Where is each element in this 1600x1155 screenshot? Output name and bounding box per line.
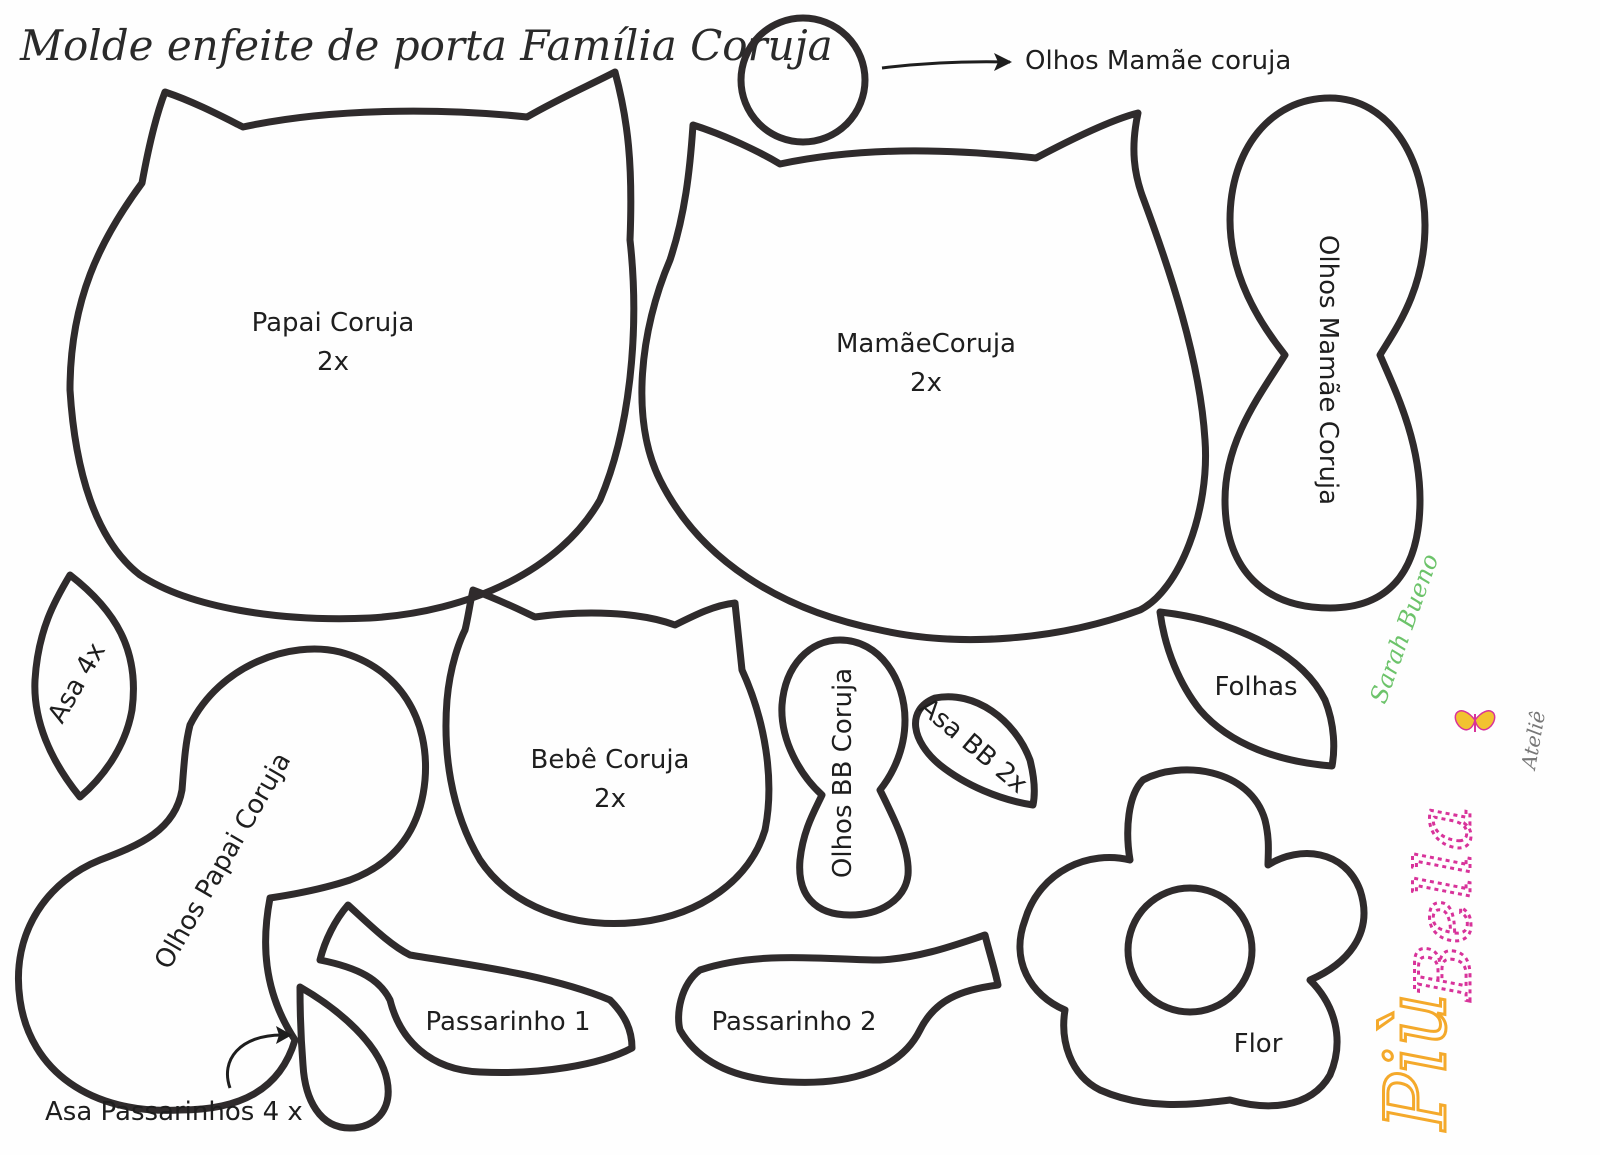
- olhos-bb-label: Olhos BB Coruja: [828, 668, 858, 878]
- papai-coruja-qty: 2x: [317, 347, 349, 377]
- asa-passarinhos-label: Asa Passarinhos 4 x: [45, 1097, 303, 1127]
- folhas-label: Folhas: [1214, 672, 1297, 702]
- olhos-bb-shape: [778, 636, 912, 919]
- olhos-mamae-side-shape: [1221, 94, 1429, 612]
- mamae-coruja-qty: 2x: [910, 368, 942, 398]
- butterfly-icon: [1454, 710, 1496, 732]
- pointer-arrow-icon: [881, 53, 1012, 71]
- bebe-coruja-shape: [442, 586, 773, 927]
- bebe-coruja-qty: 2x: [594, 784, 626, 814]
- papai-coruja-label: Papai Coruja: [252, 308, 415, 338]
- brand-logo: Più Bella Ateliê: [1366, 709, 1551, 1134]
- passarinho-2-label: Passarinho 2: [711, 1007, 876, 1037]
- page-title: Molde enfeite de porta Família Coruja: [19, 21, 833, 70]
- mamae-coruja-label: MamãeCoruja: [836, 329, 1016, 359]
- papai-coruja-shape: [66, 68, 638, 623]
- brand-atelie: Ateliê: [1516, 709, 1550, 773]
- flor-label: Flor: [1234, 1029, 1283, 1059]
- brand-piu: Più: [1367, 993, 1465, 1132]
- asa-bb-shape: [912, 693, 1038, 809]
- passarinho-2-shape: [675, 931, 1002, 1086]
- passarinho-1-shape: [316, 901, 636, 1076]
- brand-bella: Bella: [1399, 805, 1488, 1002]
- olhos-mamae-top-label: Olhos Mamãe coruja: [1025, 46, 1291, 76]
- flor-shape: [1016, 766, 1368, 1110]
- folhas-shape: [1156, 608, 1338, 770]
- mamae-coruja-shape: [638, 109, 1210, 644]
- passarinho-1-label: Passarinho 1: [425, 1007, 590, 1037]
- asa-passarinhos-shape: [296, 983, 392, 1132]
- asa-label: Asa 4x: [42, 638, 112, 729]
- flor-center-shape: [1124, 884, 1256, 1016]
- olhos-mamae-side-label: Olhos Mamãe Coruja: [1313, 235, 1343, 505]
- asa-shape: [31, 571, 137, 801]
- olhos-mamae-circle-shape: [737, 14, 869, 146]
- bebe-coruja-label: Bebê Coruja: [531, 745, 690, 775]
- olhos-papai-label: Olhos Papai Coruja: [149, 748, 297, 975]
- curved-arrow-icon: [225, 1026, 292, 1089]
- olhos-papai-shape: [15, 645, 430, 1114]
